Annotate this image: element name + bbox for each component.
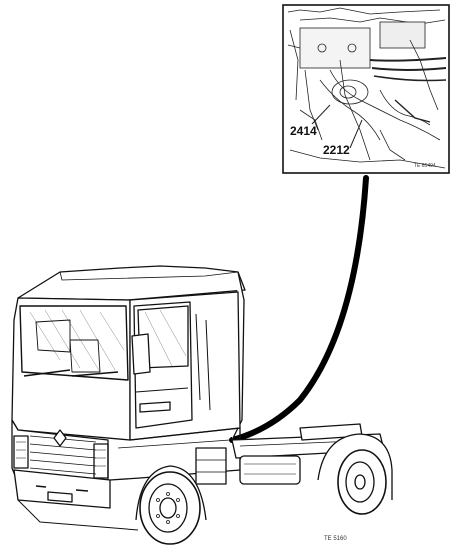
connector-line xyxy=(229,175,369,443)
license-plate xyxy=(47,491,73,503)
cab-door xyxy=(133,301,193,429)
step-box xyxy=(195,447,227,485)
inset-engine-detail xyxy=(287,7,447,169)
headlight-left xyxy=(13,435,29,469)
inset-ref-code: TE 65494 xyxy=(414,163,436,169)
rear-wheel xyxy=(337,449,387,515)
front-wheel xyxy=(139,471,201,545)
inset-detail: 2414 2212 TE 65494 xyxy=(282,4,450,174)
headlight-right xyxy=(93,443,109,479)
inset-label-2212: 2212 xyxy=(323,143,350,157)
side-mirror xyxy=(131,333,151,375)
inset-label-2414: 2414 xyxy=(290,124,317,138)
front-bumper xyxy=(13,469,111,509)
truck-illustration xyxy=(11,265,393,545)
brand-logo xyxy=(53,429,67,447)
main-ref-code: TE 5160 xyxy=(324,536,347,542)
fuel-tank xyxy=(239,455,301,485)
windscreen xyxy=(19,305,129,381)
